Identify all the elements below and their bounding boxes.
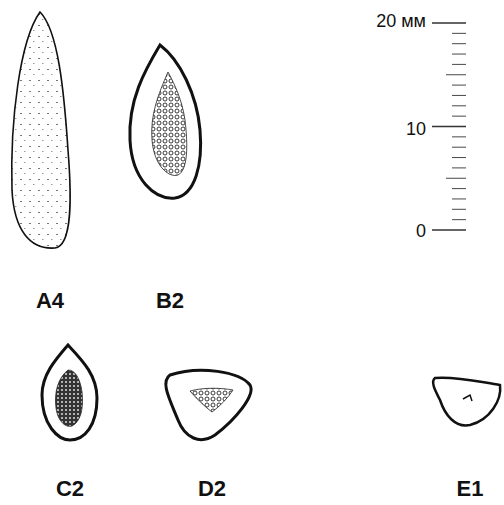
ruler-tick [452, 54, 466, 55]
scale-label: 0 [416, 222, 426, 240]
ruler-tick [452, 105, 466, 106]
ruler-tick [452, 85, 466, 86]
ruler-tick [452, 136, 466, 137]
ruler-tick [452, 167, 466, 168]
specimen-label: D2 [198, 478, 226, 500]
ruler-tick [452, 33, 466, 34]
ruler-tick [432, 229, 466, 230]
ruler-tick [446, 178, 466, 179]
ruler-tick [452, 198, 466, 199]
ruler-tick [452, 147, 466, 148]
specimen-label: A4 [36, 290, 64, 312]
ruler-tick [446, 74, 466, 75]
section-b2 [130, 45, 201, 198]
ruler-tick [452, 209, 466, 210]
ruler-tick [452, 95, 466, 96]
specimen-label: E1 [457, 478, 484, 500]
scale-label: 20 мм [376, 12, 426, 30]
ruler-tick [452, 64, 466, 65]
ruler-tick [452, 188, 466, 189]
section-d2 [166, 370, 251, 439]
specimen-label: B2 [156, 290, 184, 312]
scale-ruler [432, 23, 466, 230]
section-e1 [433, 378, 500, 426]
ruler-tick [452, 157, 466, 158]
ruler-tick [452, 116, 466, 117]
specimen-label: C2 [56, 478, 84, 500]
section-c2 [42, 345, 97, 440]
scale-label: 10 [406, 120, 426, 138]
ruler-tick [432, 22, 466, 23]
ruler-tick [432, 126, 466, 127]
ruler-tick [452, 219, 466, 220]
ruler-tick [452, 43, 466, 44]
section-a4 [12, 12, 70, 248]
